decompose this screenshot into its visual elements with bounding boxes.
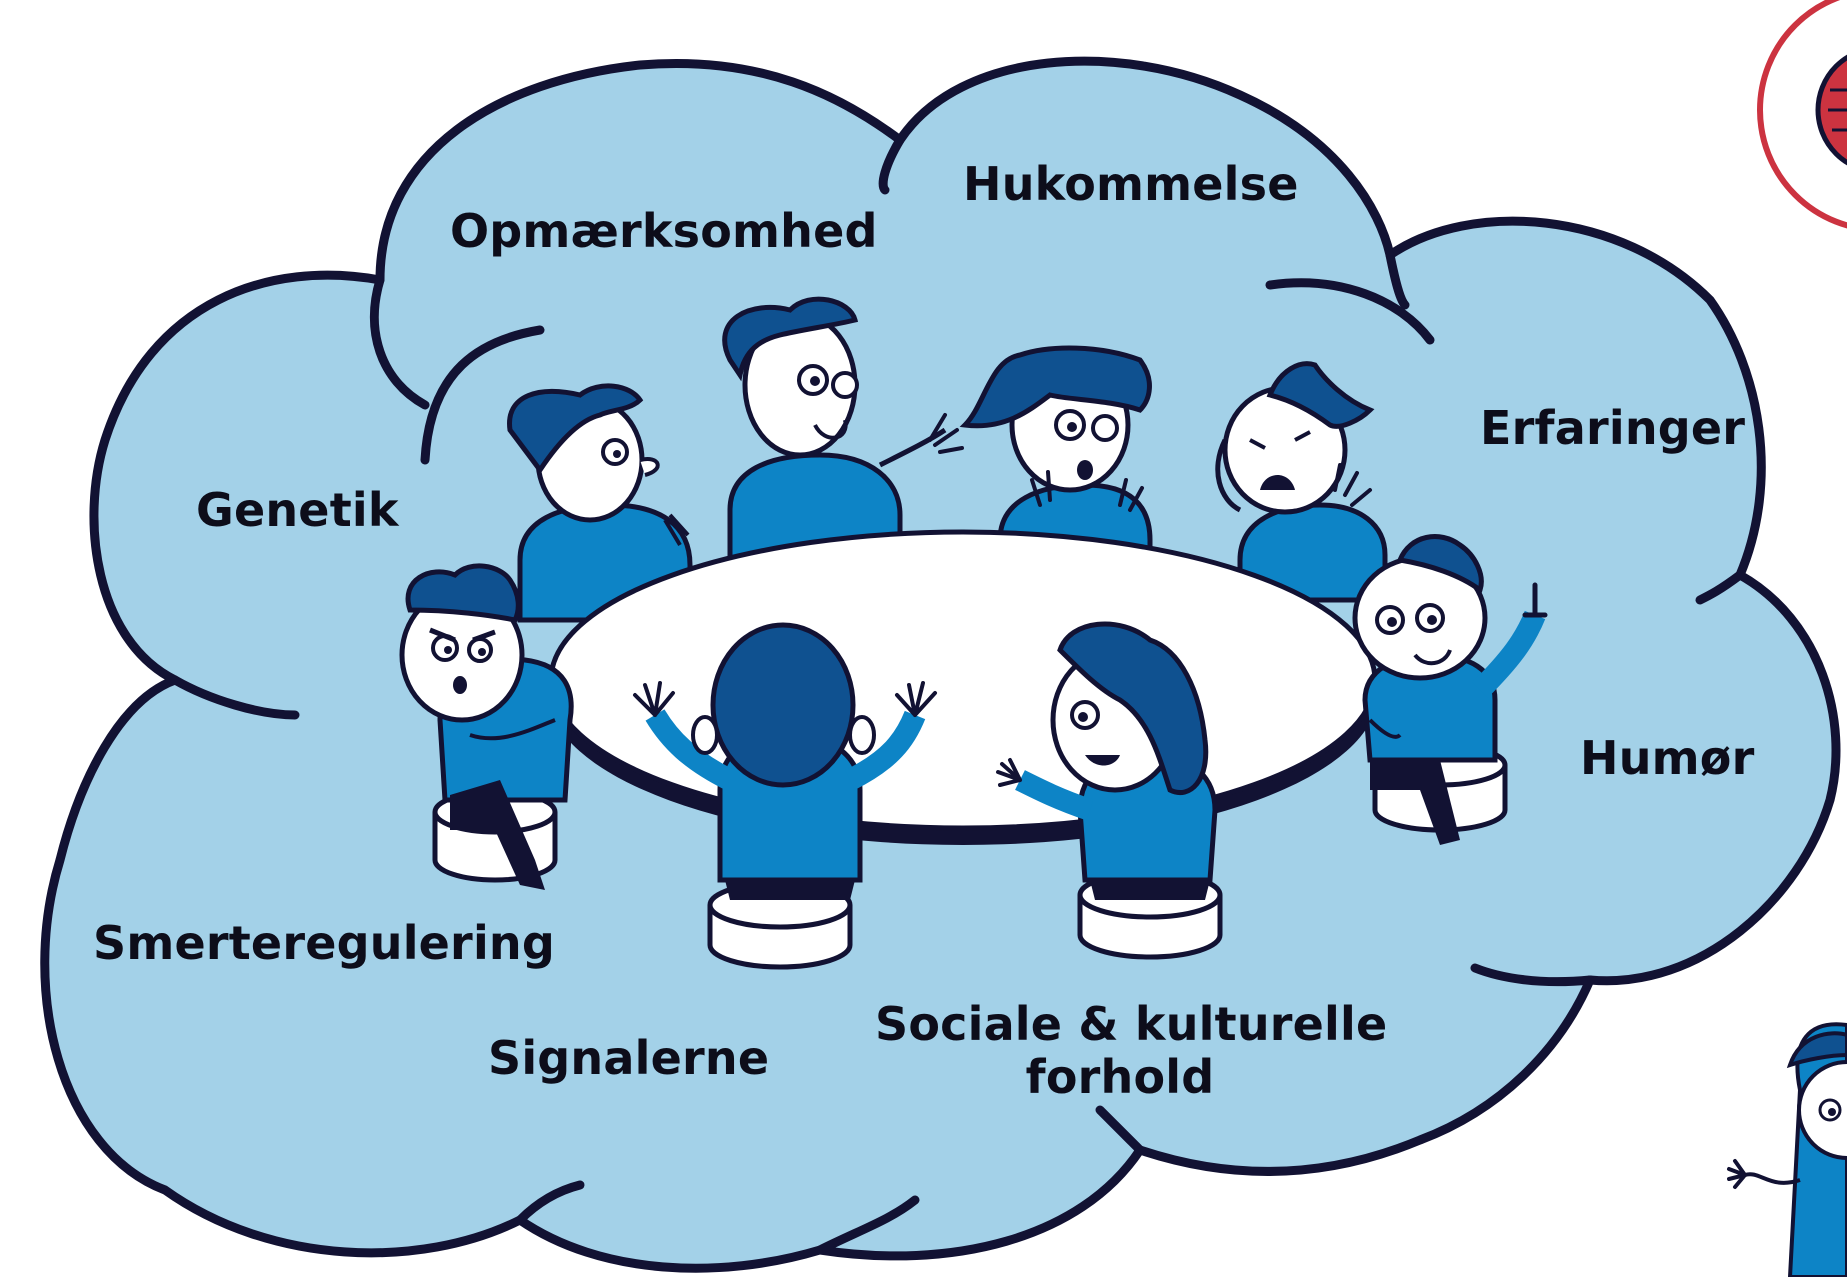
character-back-4 (1215, 361, 1388, 603)
label-erfaringer: Erfaringer (1480, 401, 1746, 455)
label-genetik: Genetik (196, 483, 399, 537)
cloud-fold-lines (170, 135, 1745, 1255)
label-signalerne: Signalerne (488, 1031, 770, 1085)
label-opmaerksomhed: Opmærksomhed (450, 204, 878, 258)
corner-character-icon (1727, 1022, 1847, 1279)
label-hukommelse: Hukommelse (963, 157, 1299, 211)
label-sociale-kulturelle-forhold: Sociale & kulturelle forhold (875, 997, 1388, 1104)
label-sociale-line2: forhold (1025, 1049, 1215, 1104)
label-smerteregulering: Smerteregulering (93, 916, 555, 970)
character-front-left (633, 622, 937, 900)
character-right (1352, 534, 1548, 845)
character-back-2 (722, 296, 964, 563)
red-badge-icon (1757, 0, 1847, 229)
character-front-right (996, 621, 1218, 900)
character-left (399, 563, 574, 890)
label-sociale-line1: Sociale & kulturelle (875, 997, 1388, 1051)
round-table (548, 529, 1378, 845)
label-humor: Humør (1580, 731, 1755, 785)
character-back-1 (507, 383, 693, 623)
